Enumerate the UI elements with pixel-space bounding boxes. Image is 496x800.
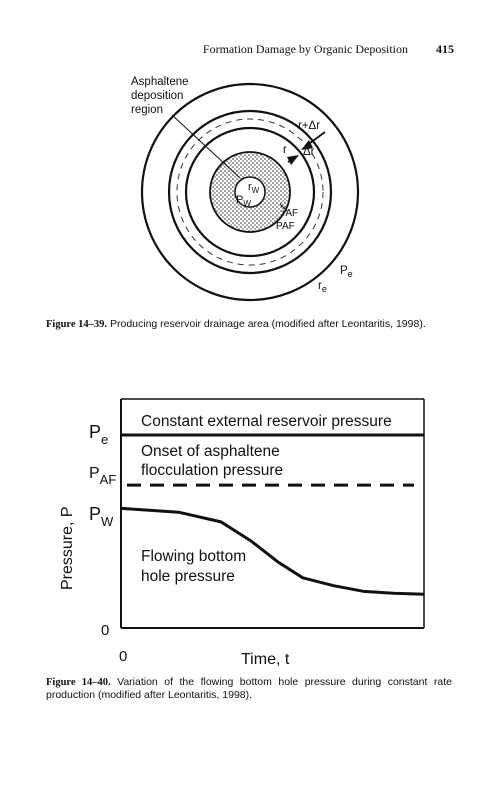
rw-label: rW (248, 181, 260, 195)
tick-x-zero: 0 (119, 648, 127, 665)
caption-label: Figure 14–39. (46, 319, 108, 330)
figure-14-39-caption: Figure 14–39. Producing reservoir draina… (46, 318, 452, 331)
pw-label: PW (236, 194, 251, 208)
label-flowing-1: Flowing bottom (141, 548, 246, 565)
p-af-label: PAF (276, 221, 295, 232)
re-label: re (318, 280, 327, 294)
series-flowing-bottom-hole-pressure (120, 506, 425, 596)
deposition-leader-line (171, 114, 241, 179)
r-label: r (283, 144, 287, 156)
r-plus-dr-arrowhead (301, 140, 313, 150)
caption-label: Figure 14–40. (46, 677, 111, 688)
r-plus-dr-ring (167, 109, 333, 275)
deposition-label-2: deposition (131, 90, 183, 102)
running-head: Formation Damage by Organic Deposition (202, 42, 408, 56)
r-arrowhead (287, 155, 299, 165)
wellbore (234, 176, 266, 208)
x-axis-label: Time, t (241, 651, 290, 668)
figure-14-40-caption: Figure 14–40. Variation of the flowing b… (46, 676, 452, 702)
y-axis-label: Pressure, P (59, 506, 76, 590)
caption-text: Producing reservoir drainage area (modif… (107, 318, 426, 330)
label-flowing-2: hole pressure (141, 568, 235, 585)
external-boundary-ring (140, 82, 360, 302)
deposition-label-1: Asphaltene (131, 76, 189, 88)
tick-y-zero: 0 (101, 622, 109, 639)
dashed-zone-ring (176, 118, 324, 266)
dr-label: Δr (303, 146, 315, 158)
page-header: Formation Damage by Organic Deposition 4… (0, 42, 496, 62)
r-plus-dr-label: r+Δr (298, 120, 320, 132)
label-onset-2: flocculation pressure (141, 462, 283, 479)
tick-pe: Pe (89, 422, 108, 447)
label-constant-pressure: Constant external reservoir pressure (141, 413, 392, 430)
r-af-label: rAF (282, 208, 298, 219)
caption-text: Variation of the flowing bottom hole pre… (46, 676, 452, 701)
pe-label: Pe (340, 265, 353, 279)
figure-14-40-chart: Constant external reservoir pressure Ons… (59, 398, 425, 668)
figure-14-39-diagram: Asphaltene deposition region r+Δr r Δr r… (131, 76, 360, 302)
page-number: 415 (436, 42, 454, 56)
tick-paf: PAF (89, 465, 116, 487)
tick-pw: PW (89, 504, 114, 529)
r-ring (184, 126, 316, 258)
label-onset-1: Onset of asphaltene (141, 443, 280, 460)
af-arrow (279, 203, 288, 212)
deposition-label-3: region (131, 104, 163, 116)
